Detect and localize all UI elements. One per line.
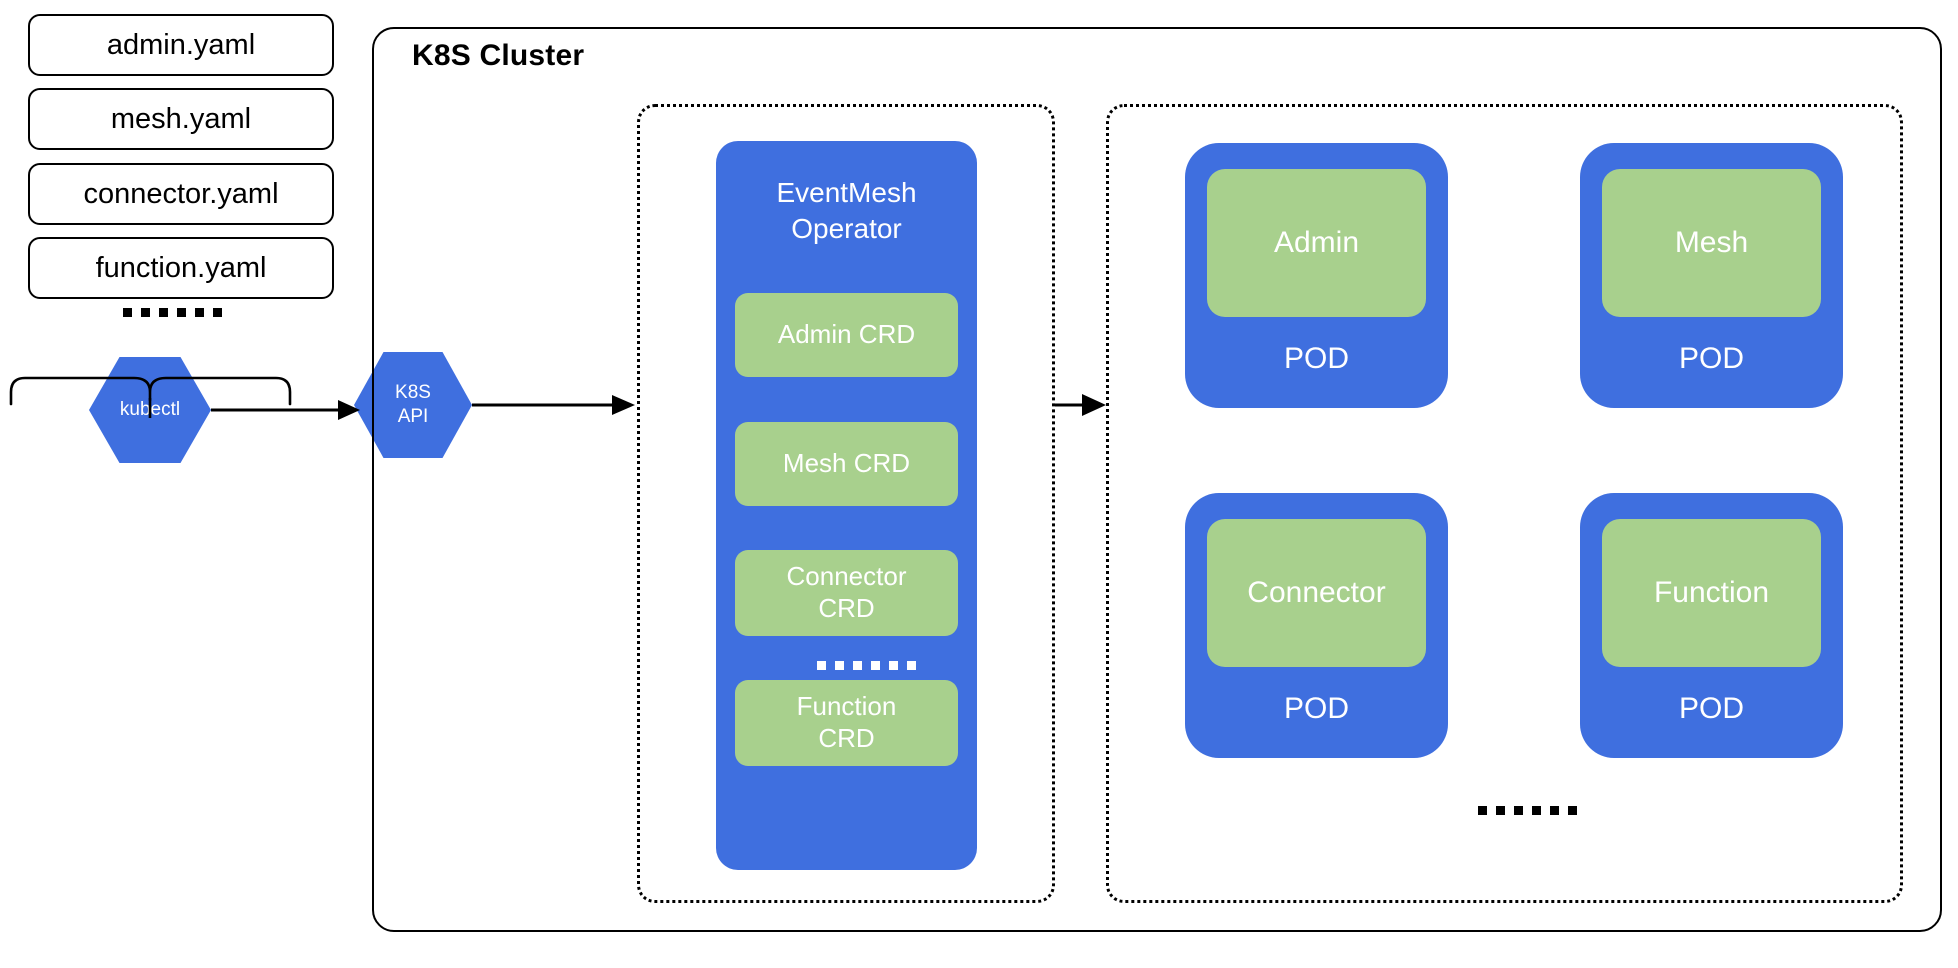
manifest-label: admin.yaml (106, 28, 256, 61)
k8s-cluster-frame (372, 27, 1942, 932)
pod-function[interactable]: Function POD (1580, 493, 1843, 758)
pod-container-connector: Connector (1207, 519, 1426, 667)
pod-type-label: POD (1678, 692, 1744, 725)
crd-label-line1: Connector (786, 561, 907, 592)
crd-label-line1: Admin CRD (777, 319, 916, 350)
operator-title-line2: Operator (791, 212, 902, 244)
k8s-api-label-line2: API (397, 406, 429, 427)
pod-container-label: Function (1653, 576, 1770, 609)
pod-container-label: Mesh (1674, 226, 1749, 259)
manifest-label: mesh.yaml (110, 102, 252, 135)
pod-type-label: POD (1283, 692, 1349, 725)
pod-type-label: POD (1678, 342, 1744, 375)
manifest-label: connector.yaml (83, 177, 279, 210)
crd-box-mesh[interactable]: Mesh CRD (735, 422, 958, 506)
pod-connector[interactable]: Connector POD (1185, 493, 1448, 758)
pods-group-boundary (1106, 104, 1903, 903)
eventmesh-operator-panel[interactable]: EventMesh Operator Admin CRD Mesh CRD Co… (716, 141, 977, 870)
pod-type-label: POD (1283, 342, 1349, 375)
manifest-label: function.yaml (95, 251, 267, 284)
k8s-api-label-line1: K8S (395, 382, 431, 404)
crd-label-line2: CRD (818, 723, 875, 753)
operator-title-line1: EventMesh (776, 177, 917, 208)
kubectl-node[interactable]: kubectl (89, 357, 211, 463)
manifest-box-connector[interactable]: connector.yaml (28, 163, 334, 225)
pod-admin[interactable]: Admin POD (1185, 143, 1448, 408)
operator-ellipsis-icon (817, 661, 916, 670)
pod-container-function: Function (1602, 519, 1821, 667)
manifest-box-function[interactable]: function.yaml (28, 237, 334, 299)
crd-box-admin[interactable]: Admin CRD (735, 293, 958, 377)
pod-container-mesh: Mesh (1602, 169, 1821, 317)
crd-box-function[interactable]: Function CRD (735, 680, 958, 766)
pod-container-label: Admin (1273, 226, 1360, 259)
pod-mesh[interactable]: Mesh POD (1580, 143, 1843, 408)
crd-label-line1: Function (796, 691, 897, 722)
crd-label-line2: CRD (818, 593, 875, 623)
pod-container-label: Connector (1247, 576, 1386, 609)
pod-container-admin: Admin (1207, 169, 1426, 317)
eventmesh-operator-title: EventMesh Operator (716, 175, 977, 247)
manifest-box-mesh[interactable]: mesh.yaml (28, 88, 334, 150)
kubectl-label: kubectl (119, 399, 181, 421)
crd-label-line1: Mesh CRD (782, 448, 911, 479)
crd-box-connector[interactable]: Connector CRD (735, 550, 958, 636)
manifests-ellipsis-icon (123, 308, 222, 317)
k8s-cluster-title: K8S Cluster (412, 39, 585, 72)
manifest-box-admin[interactable]: admin.yaml (28, 14, 334, 76)
operator-group-boundary (637, 104, 1055, 903)
pods-ellipsis-icon (1478, 806, 1577, 815)
